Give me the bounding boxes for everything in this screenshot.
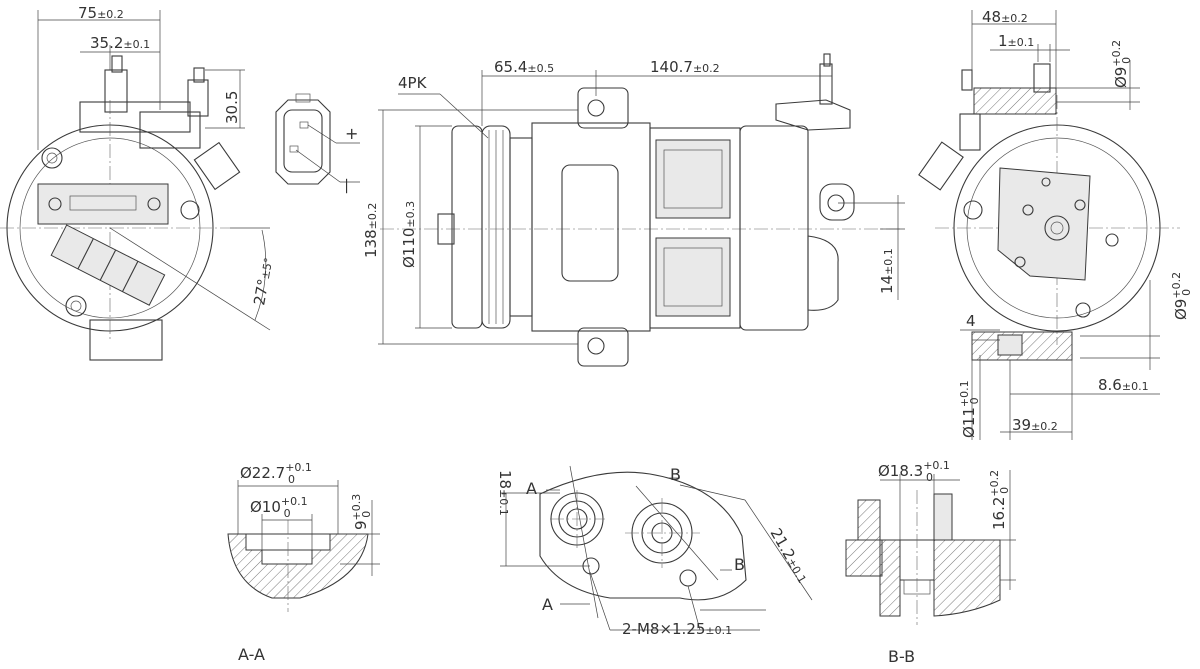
connector-detail: + — xyxy=(275,93,360,194)
mount-boss-hole xyxy=(46,152,58,164)
mount-boss xyxy=(65,295,87,317)
port-detail: A A B B 18±0.1 21.2±0.1 2-M8×1.25±0.1 xyxy=(496,465,813,638)
side-view: 4PK 65.4±0.5 140.7±0.2 138±0.2 Ø110±0.3 … xyxy=(362,53,905,367)
dim-35-2: 35.2±0.1 xyxy=(90,34,150,52)
rear-valve-stem xyxy=(1033,63,1051,93)
valve-stem xyxy=(104,69,128,113)
dim-14: 14±0.1 xyxy=(878,248,896,294)
dim-dia-110: Ø110±0.3 xyxy=(400,201,418,268)
dim-138: 138±0.2 xyxy=(362,203,380,258)
dim-18: 18±0.1 xyxy=(496,470,514,516)
dim-75: 75±0.2 xyxy=(78,4,124,22)
mount-boss-hole xyxy=(70,300,82,312)
rear-valve xyxy=(959,113,981,151)
solenoid-connector xyxy=(50,224,166,306)
pin-minus xyxy=(289,145,299,153)
connector-cavity xyxy=(283,109,323,173)
dim-16-2: 16.2+0.20 xyxy=(988,470,1011,530)
bottom-mount-ear xyxy=(577,327,629,367)
discharge-port xyxy=(775,99,851,131)
pin-plus xyxy=(299,121,309,129)
housing-window xyxy=(561,164,619,282)
plus-label: + xyxy=(345,124,358,143)
clutch-hub xyxy=(451,125,483,329)
valve-block xyxy=(139,111,201,149)
section-b-marker-top: B xyxy=(670,465,681,484)
section-bb-label: B-B xyxy=(888,647,915,666)
dim-21-2: 21.2±0.1 xyxy=(767,525,813,586)
rear-connector xyxy=(918,141,964,191)
top-mount-hole xyxy=(587,99,605,117)
dim-dia-11: Ø11+0.10 xyxy=(958,380,981,438)
top-mount-ear xyxy=(577,87,629,129)
suction-fitting xyxy=(807,235,839,311)
section-aa-label: A-A xyxy=(238,645,265,664)
rear-center-boss xyxy=(1044,215,1070,241)
section-a-marker-bottom: A xyxy=(542,595,553,614)
dim-140-7: 140.7±0.2 xyxy=(650,58,720,76)
bottom-bracket xyxy=(89,319,163,361)
connector-plug xyxy=(193,141,241,191)
hub-nut xyxy=(437,213,455,245)
rear-cover-plate xyxy=(997,167,1091,281)
right-view: 48±0.2 1±0.1 Ø9+0.20 Ø9+0.20 4 8.6±0.1 Ø… xyxy=(918,8,1193,440)
dim-65-4: 65.4±0.5 xyxy=(494,58,554,76)
bottom-bore xyxy=(997,334,1023,356)
service-valve xyxy=(819,63,833,105)
dim-4: 4 xyxy=(966,312,976,330)
section-a-marker-top: A xyxy=(526,479,537,498)
mount-boss xyxy=(41,147,63,169)
valve-stem xyxy=(187,79,209,117)
section-bb-web xyxy=(879,539,901,617)
connector-latch xyxy=(295,93,311,103)
bolt-hole xyxy=(147,197,161,211)
service-valve-cap xyxy=(823,53,831,67)
valve-cap xyxy=(193,67,205,83)
dim-39: 39±0.2 xyxy=(1012,416,1058,434)
mounting-plate xyxy=(37,183,169,225)
dim-9-section: 9+0.30 xyxy=(350,494,373,530)
thread-hole-b xyxy=(679,569,697,587)
section-bb-top-wall xyxy=(857,499,881,541)
plate-slot xyxy=(69,195,137,211)
dim-30-5: 30.5 xyxy=(223,91,241,124)
block-rib-upper xyxy=(655,139,731,219)
section-aa-bore xyxy=(261,549,313,565)
block-rib-lower xyxy=(655,237,731,317)
section-bb-insert xyxy=(933,493,953,541)
dim-27-deg: 27°±5° xyxy=(250,256,276,307)
section-b-marker-bottom: B xyxy=(734,555,745,574)
mount-boss xyxy=(180,200,200,220)
top-manifold xyxy=(79,101,191,133)
front-housing xyxy=(531,122,651,332)
dim-dia-9-bottom: Ø9+0.20 xyxy=(1170,272,1193,320)
rear-head xyxy=(739,125,809,331)
left-view: 75±0.2 35.2±0.1 30.5 27°±5° xyxy=(0,4,276,361)
valve-cap xyxy=(111,55,123,73)
dim-1: 1±0.1 xyxy=(998,32,1034,50)
rear-valve-stem xyxy=(961,69,973,91)
bolt-hole xyxy=(48,197,62,211)
section-bb-right-wall xyxy=(933,539,1001,617)
pulley-type-label: 4PK xyxy=(398,74,428,92)
dim-dia-9-top: Ø9+0.20 xyxy=(1110,40,1133,88)
rear-mount-boss xyxy=(963,200,983,220)
clutch-coil xyxy=(509,137,533,317)
bottom-mount-hole xyxy=(587,337,605,355)
port-block-outline xyxy=(539,471,747,601)
minus-label: — xyxy=(338,178,357,194)
dim-48: 48±0.2 xyxy=(982,8,1028,26)
thread-spec: 2-M8×1.25±0.1 xyxy=(622,620,732,638)
dim-8-6: 8.6±0.1 xyxy=(1098,376,1149,394)
connector-housing xyxy=(275,99,331,185)
rear-mount-ear xyxy=(819,183,855,221)
section-bb-left-wall xyxy=(845,539,883,577)
